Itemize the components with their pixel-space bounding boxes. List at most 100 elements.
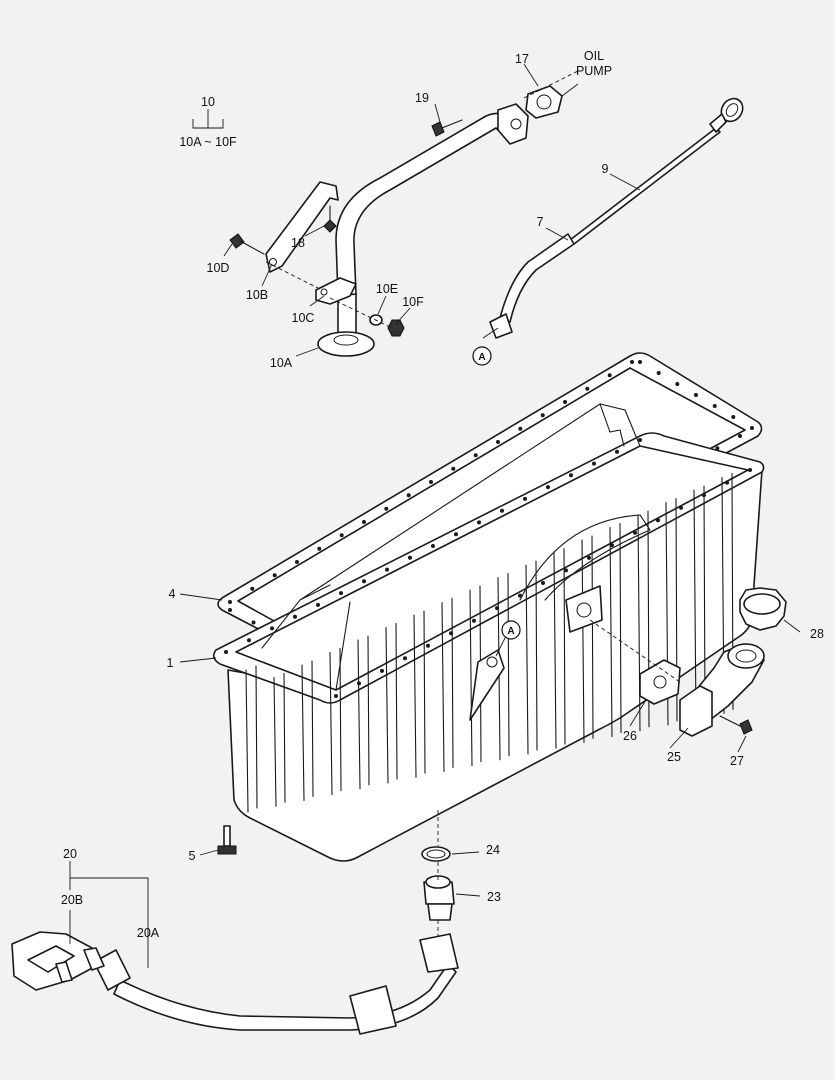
bolt-hole (431, 544, 435, 548)
bolt-hole (633, 530, 637, 535)
drain-valve (11, 931, 105, 991)
bolt-hole (293, 614, 297, 619)
bolt-hole (638, 360, 642, 364)
label-7: 7 (537, 215, 544, 229)
label-oil-pump-line2: PUMP (576, 64, 612, 78)
pan-rib (385, 622, 398, 784)
bolt-hole (403, 656, 407, 661)
bolt-hole (473, 453, 478, 458)
o-ring (421, 846, 451, 862)
pan-rib (609, 522, 622, 738)
oil-filler-cap (739, 587, 787, 631)
label-28: 28 (810, 627, 824, 641)
bolt-hole (563, 400, 567, 404)
section-marker-a-pan: A (501, 620, 521, 640)
label-10: 10 (201, 95, 215, 109)
bolt-hole (523, 496, 527, 501)
bolt-hole (738, 434, 742, 438)
pan-rib (525, 560, 538, 755)
bolt-hole (630, 360, 634, 364)
label-17: 17 (515, 52, 529, 66)
bolt-27 (719, 715, 753, 735)
bolt-hole (569, 473, 573, 478)
bolt-hole (656, 371, 661, 375)
bolt-hole (429, 480, 433, 484)
leader-lines (69, 63, 801, 968)
bolt-hole (694, 393, 698, 397)
label-10-range: 10A ~ 10F (179, 135, 237, 149)
bolt-hole (408, 555, 412, 560)
pan-rib (441, 597, 454, 772)
label-18: 18 (291, 236, 305, 250)
bolt-hole (495, 606, 499, 611)
bolt-hole (477, 520, 481, 525)
label-27: 27 (730, 754, 744, 768)
svg-text:A: A (507, 626, 514, 637)
bolt-hole (250, 586, 255, 591)
label-23: 23 (487, 890, 501, 904)
pan-rib (693, 485, 706, 720)
bolt-hole (454, 532, 458, 537)
bolt-hole (228, 600, 232, 604)
bolt-hole (610, 543, 614, 548)
label-10b: 10B (246, 288, 268, 302)
bolt-hole (316, 602, 320, 607)
bolt-hole (500, 508, 504, 513)
part-labels: 10 10A ~ 10F 17 OIL PUMP 19 9 7 18 10D 1… (61, 49, 824, 940)
oil-pan (212, 403, 765, 862)
bolt-hole (712, 404, 717, 408)
oil-suction-pipe (317, 103, 529, 357)
bolt-hole (339, 533, 344, 538)
bolt-hole (339, 591, 343, 596)
pan-rib (329, 647, 342, 796)
bolt-hole (702, 493, 706, 498)
filler-neck-gasket (639, 659, 681, 705)
bolt-hole (295, 560, 299, 564)
pan-rib (273, 672, 286, 807)
label-25: 25 (667, 750, 681, 764)
bolt-hole (585, 386, 590, 391)
bolt-hole (496, 440, 500, 444)
bolt-hole (384, 506, 389, 511)
bolt-hole (451, 466, 456, 471)
pan-rib (413, 610, 426, 778)
bolt-hole (615, 449, 619, 454)
pipe-clamp (315, 277, 357, 305)
label-26: 26 (623, 729, 637, 743)
bolt-hole (472, 618, 476, 623)
bolt-hole (518, 593, 522, 598)
bolt-hole (362, 520, 366, 524)
label-oil-pump-line1: OIL (584, 49, 604, 63)
drain-hose-assembly (93, 933, 459, 1035)
bolt-hole (546, 485, 550, 490)
nut-10f (387, 319, 405, 337)
bolt-hole (224, 650, 228, 654)
bolt-hole (362, 579, 366, 584)
bolt-hole (725, 480, 729, 485)
bolt-hole (317, 546, 322, 551)
drain-adapter (423, 875, 455, 921)
bolt-hole (675, 382, 680, 386)
bolt-hole (228, 608, 232, 612)
bolt-hole (656, 518, 660, 523)
bolt-hole (270, 626, 274, 631)
bolt-5 (217, 825, 237, 855)
label-5: 5 (189, 849, 196, 863)
bolt-18 (323, 205, 337, 233)
label-20b: 20B (61, 893, 83, 907)
bolt-hole (518, 426, 523, 431)
label-9: 9 (602, 162, 609, 176)
bolt-hole (385, 567, 389, 572)
bolt-hole (272, 573, 277, 578)
bolt-hole (334, 694, 338, 698)
pan-rib (245, 665, 258, 813)
svg-text:A: A (478, 352, 485, 363)
bolt-hole (380, 668, 384, 673)
bolt-hole (592, 461, 596, 466)
label-20: 20 (63, 847, 77, 861)
bolt-19 (431, 119, 463, 137)
bolt-hole (748, 468, 752, 472)
label-20a: 20A (137, 926, 160, 940)
dipstick (569, 97, 744, 245)
